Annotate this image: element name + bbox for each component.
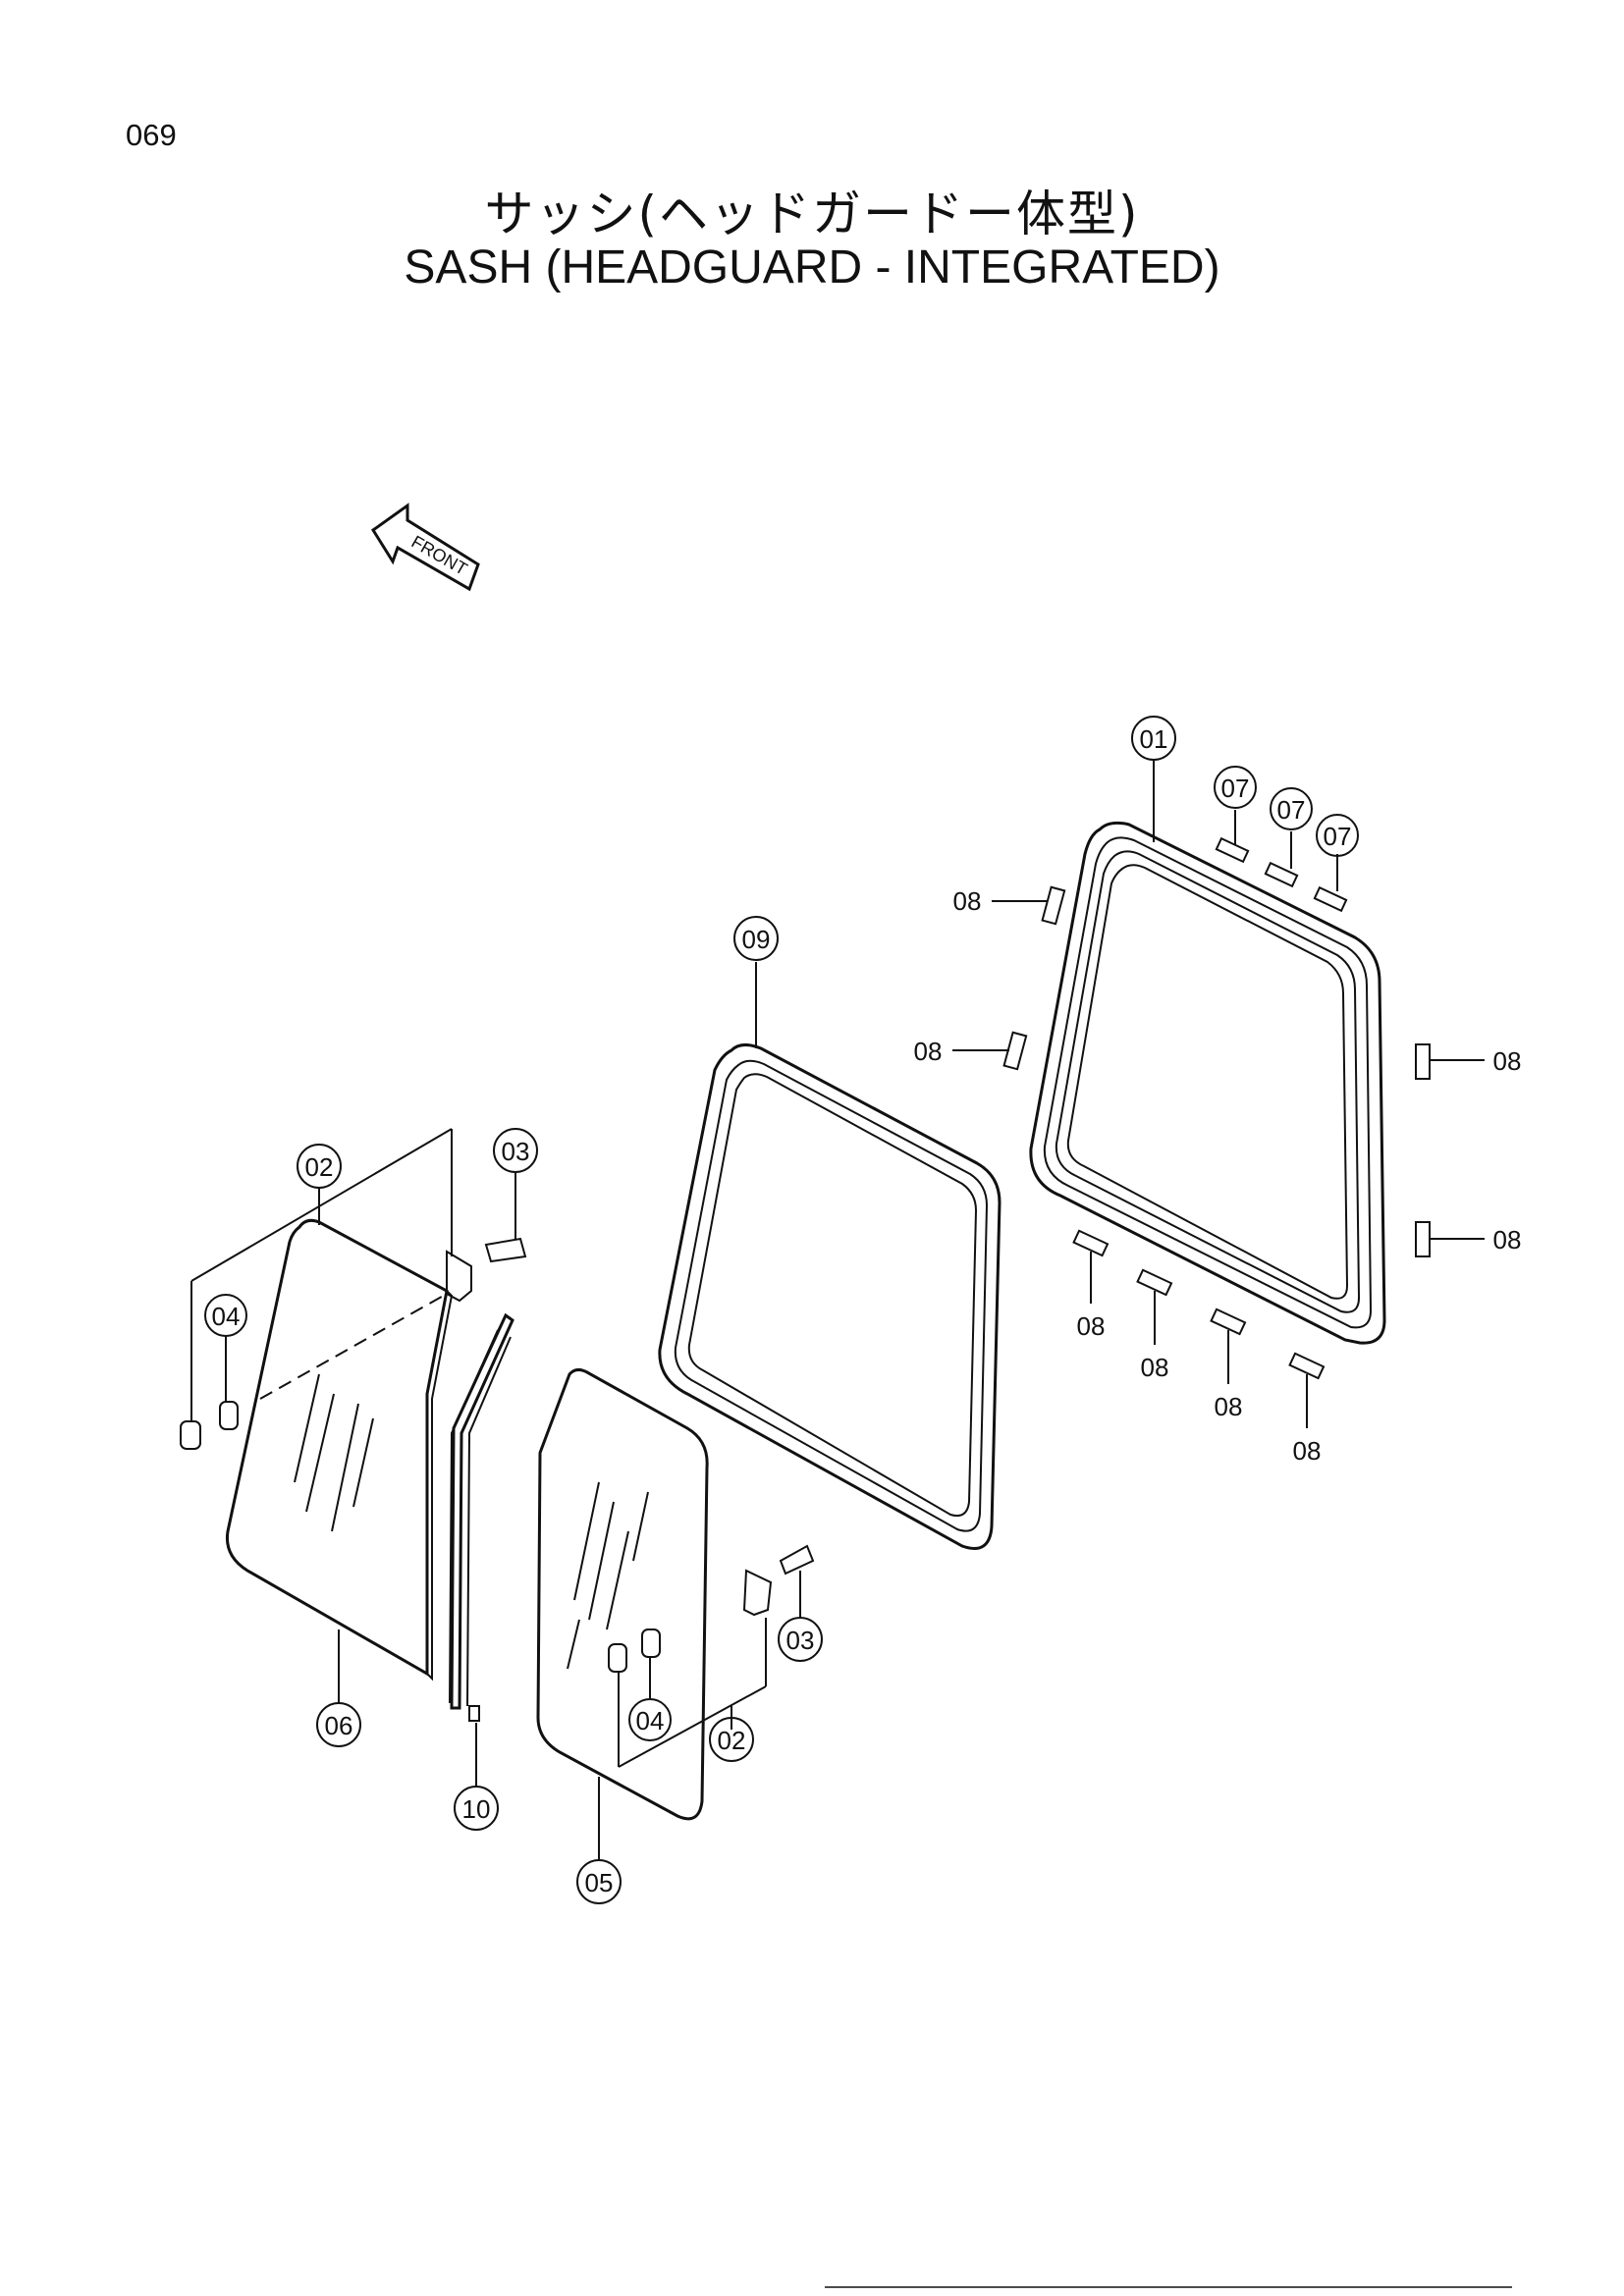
svg-text:01: 01 [1140, 724, 1168, 754]
callout-04a: 04 [204, 1294, 247, 1337]
svg-text:07: 07 [1221, 774, 1250, 803]
svg-text:06: 06 [325, 1711, 353, 1740]
center-glass-panel [536, 1367, 709, 1821]
clip-upper [446, 1237, 527, 1303]
label-08g: 08 [1215, 1392, 1243, 1421]
seal-frame [658, 1043, 1001, 1550]
clip-lower [742, 1544, 815, 1617]
svg-text:02: 02 [718, 1726, 746, 1755]
block-07a [1215, 836, 1250, 864]
title-english: SASH (HEADGUARD - INTEGRATED) [404, 241, 1220, 294]
svg-text:07: 07 [1277, 795, 1306, 825]
svg-text:05: 05 [585, 1868, 614, 1897]
callout-02a: 02 [297, 1144, 342, 1189]
block-08a [1041, 885, 1066, 926]
callout-04b: 04 [628, 1698, 672, 1741]
label-08f: 08 [1141, 1353, 1169, 1382]
block-07c [1313, 885, 1348, 913]
svg-text:09: 09 [742, 925, 771, 954]
label-08b: 08 [914, 1037, 943, 1066]
callout-09: 09 [733, 916, 779, 961]
front-arrow-icon: FRONT [370, 503, 480, 592]
sash-frame-main [1029, 821, 1386, 1345]
label-08c: 08 [1493, 1046, 1522, 1076]
svg-text:03: 03 [786, 1626, 815, 1655]
label-08d: 08 [1493, 1225, 1522, 1255]
callout-06: 06 [316, 1702, 361, 1747]
pad-left-2 [219, 1401, 239, 1430]
block-07b [1264, 861, 1299, 888]
glass-strip [449, 1312, 514, 1722]
pad-left-1 [180, 1420, 201, 1450]
svg-text:04: 04 [212, 1302, 241, 1331]
page-number: 069 [126, 118, 177, 152]
block-08b [1002, 1031, 1028, 1071]
block-08d [1415, 1221, 1431, 1257]
left-glass-panel [225, 1218, 454, 1682]
block-08h [1288, 1352, 1326, 1380]
callout-01: 01 [1131, 716, 1176, 761]
callout-10: 10 [454, 1786, 499, 1831]
callout-07a: 07 [1214, 766, 1257, 809]
label-08h: 08 [1293, 1436, 1322, 1466]
block-08g [1210, 1308, 1247, 1336]
svg-text:03: 03 [502, 1137, 530, 1166]
svg-text:10: 10 [462, 1794, 491, 1824]
callout-03b: 03 [778, 1617, 823, 1662]
leader-lines [190, 761, 1485, 1860]
callout-07b: 07 [1270, 787, 1313, 830]
svg-text:07: 07 [1324, 822, 1352, 851]
block-08f [1136, 1268, 1173, 1297]
callout-05: 05 [576, 1859, 622, 1904]
svg-text:04: 04 [636, 1706, 665, 1735]
label-08e: 08 [1077, 1311, 1106, 1341]
callout-02b: 02 [709, 1717, 754, 1762]
svg-text:02: 02 [305, 1152, 334, 1182]
label-08a: 08 [953, 886, 982, 916]
pad-center-2 [641, 1629, 661, 1658]
block-08c [1415, 1043, 1431, 1080]
title-japanese: サッシ(ヘッドガードー体型) [484, 186, 1140, 242]
block-08e [1072, 1229, 1110, 1257]
callout-03a: 03 [493, 1128, 538, 1173]
pad-center-1 [608, 1643, 627, 1673]
callout-07c: 07 [1316, 814, 1359, 857]
